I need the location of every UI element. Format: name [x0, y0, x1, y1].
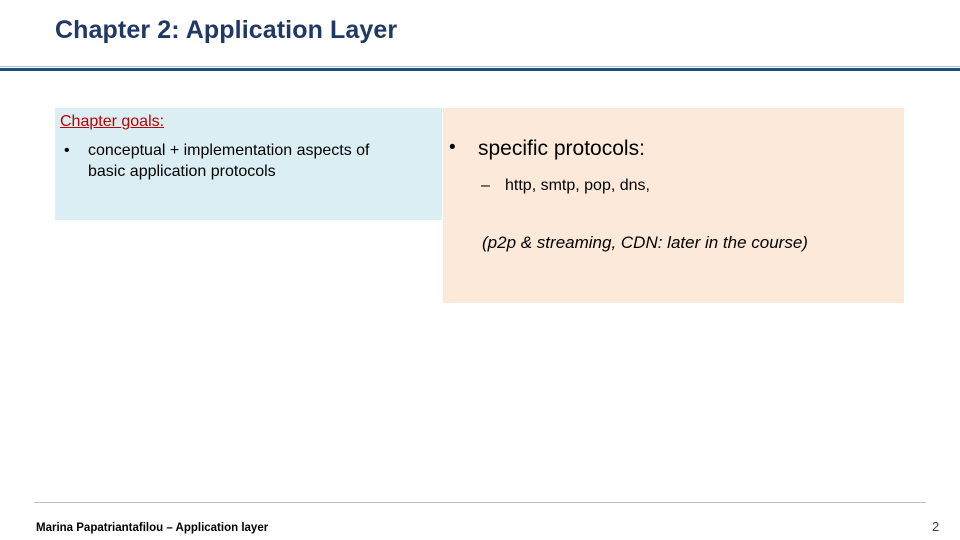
- title-divider-thick: [0, 68, 960, 71]
- page-title: Chapter 2: Application Layer: [55, 16, 398, 44]
- footer-author: Marina Papatriantafilou – Application la…: [36, 522, 269, 534]
- bullet-marker-icon: •: [449, 137, 456, 158]
- chapter-goals-heading: Chapter goals:: [60, 113, 165, 130]
- dash-marker-icon: –: [481, 177, 490, 194]
- title-divider-thin: [0, 66, 960, 67]
- left-bullet-text: conceptual + implementation aspects of b…: [88, 142, 370, 181]
- right-bullet-item: • specific protocols:: [449, 136, 899, 162]
- right-subbullet-text: http, smtp, pop, dns,: [505, 177, 650, 194]
- right-note-text: (p2p & streaming, CDN: later in the cour…: [482, 233, 808, 252]
- page-number: 2: [932, 519, 940, 534]
- footer-divider: [34, 502, 926, 503]
- right-subbullet-item: – http, smtp, pop, dns,: [481, 176, 901, 197]
- left-content-box: [55, 108, 442, 220]
- right-content-box: [443, 108, 904, 303]
- left-bullet-item: • conceptual + implementation aspects of…: [60, 140, 390, 182]
- bullet-marker-icon: •: [64, 142, 70, 159]
- right-bullet-text: specific protocols:: [478, 137, 645, 160]
